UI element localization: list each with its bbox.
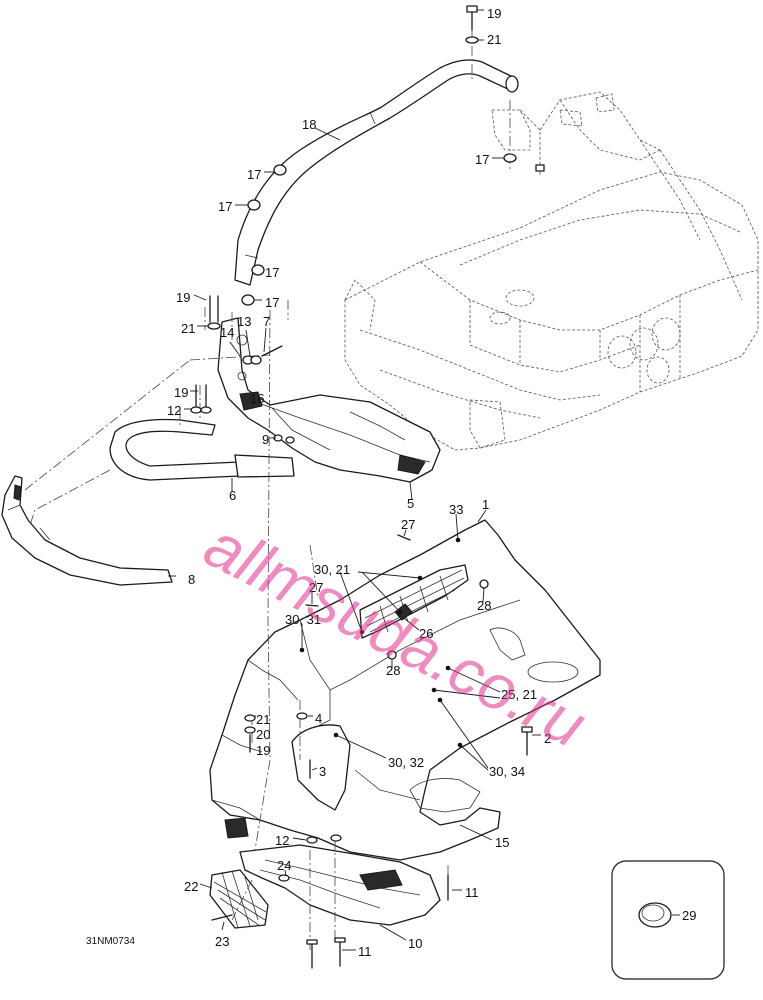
grab-handle (234, 59, 519, 286)
callout-17: 17 (265, 265, 279, 280)
skid-plate (239, 844, 441, 926)
callout-21: 21 (487, 32, 501, 47)
callout-18: 18 (302, 117, 316, 132)
leader-lines (168, 9, 680, 951)
callout-17: 17 (247, 167, 261, 182)
callout-14: 14 (220, 325, 234, 340)
front-fairing (209, 519, 601, 861)
callout-15: 15 (495, 835, 509, 850)
callout-22: 22 (184, 879, 198, 894)
callout-30-34: 30, 34 (489, 764, 525, 779)
callout-13: 13 (237, 314, 251, 329)
callout-2: 2 (544, 731, 551, 746)
side-grille (209, 869, 269, 929)
callout-17: 17 (475, 152, 489, 167)
callout-17: 17 (265, 295, 279, 310)
callout-26: 26 (419, 626, 433, 641)
inset-callout-label: 29 (682, 908, 696, 923)
callout-7: 7 (263, 314, 270, 329)
leader-dots (299, 537, 463, 748)
callout-19: 19 (256, 743, 270, 758)
callout-27: 27 (309, 580, 323, 595)
callout-11: 11 (465, 885, 479, 900)
callout-1: 1 (482, 497, 489, 512)
callout-28: 28 (386, 663, 400, 678)
callout-4: 4 (315, 711, 322, 726)
front-bumper (109, 418, 295, 481)
hardware (190, 5, 545, 969)
callout-11: 11 (358, 944, 372, 959)
callout-19: 19 (487, 6, 501, 21)
callout-24: 24 (277, 858, 291, 873)
callout-33: 33 (449, 502, 463, 517)
callout-8: 8 (188, 572, 195, 587)
callout-28: 28 (477, 598, 491, 613)
callout-5: 5 (407, 496, 414, 511)
mesh-grille (359, 564, 469, 639)
callout-6: 6 (229, 488, 236, 503)
bracket-assembly (217, 317, 441, 483)
callout-19: 19 (176, 290, 190, 305)
callout-30-32: 30, 32 (388, 755, 424, 770)
inset-box (611, 860, 725, 980)
callout-12: 12 (275, 833, 289, 848)
callout-20: 20 (256, 727, 270, 742)
callout-12: 12 (167, 403, 181, 418)
callout-30-31: 30, 31 (285, 612, 321, 627)
drawing-code: 31NM0734 (86, 936, 135, 947)
callout-27: 27 (401, 517, 415, 532)
callout-23: 23 (215, 934, 229, 949)
callout-16: 16 (250, 391, 264, 406)
callout-30-21: 30, 21 (314, 562, 350, 577)
callout-19: 19 (174, 385, 188, 400)
callout-21: 21 (256, 712, 270, 727)
callout-17: 17 (218, 199, 232, 214)
callout-25-21: 25, 21 (501, 687, 537, 702)
callout-10: 10 (408, 936, 422, 951)
callout-9: 9 (262, 432, 269, 447)
callout-3: 3 (319, 764, 326, 779)
vehicle-frame (344, 91, 759, 451)
callout-21: 21 (181, 321, 195, 336)
front-skid (1, 475, 173, 586)
